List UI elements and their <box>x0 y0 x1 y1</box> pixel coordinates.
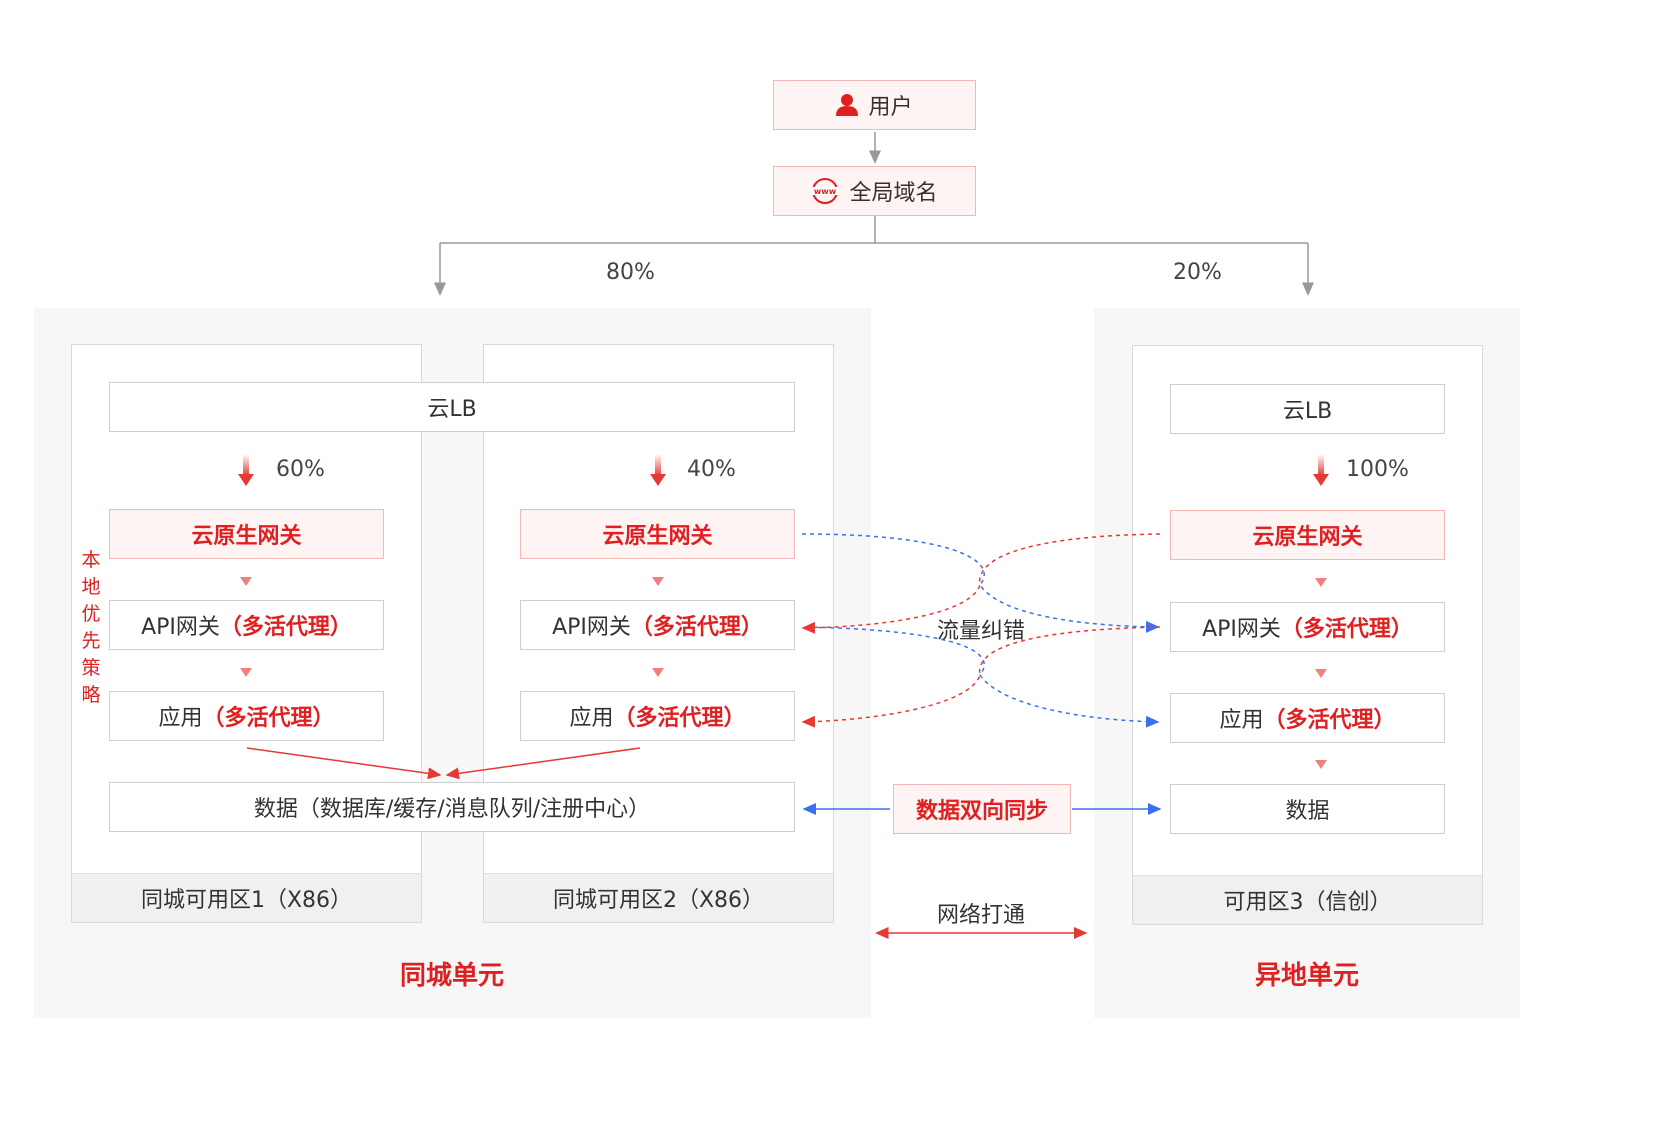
same-city-cloud-lb: 云LB <box>109 382 795 432</box>
split-left-pct: 80% <box>606 260 655 285</box>
same-city-data: 数据（数据库/缓存/消息队列/注册中心） <box>109 782 795 832</box>
lb-to-gateway-arrow-1 <box>238 454 254 486</box>
zone-3-data: 数据 <box>1170 784 1445 834</box>
zone-3-cloud-lb: 云LB <box>1170 384 1445 434</box>
zone-3-api-gateway: API网关（多活代理） <box>1170 602 1445 652</box>
domain-box: www 全局域名 <box>773 166 976 216</box>
lb-to-gateway-arrow-2 <box>650 454 666 486</box>
www-globe-icon: www <box>812 178 839 204</box>
zone-2-app-highlight: （多活代理） <box>613 706 746 731</box>
zone-3-footer: 可用区3（信创） <box>1133 875 1482 924</box>
remote-unit-label: 异地单元 <box>1255 961 1360 991</box>
zone-3-api-highlight: （多活代理） <box>1280 617 1413 642</box>
zone-2-api-highlight: （多活代理） <box>630 615 763 640</box>
zone-3-app-highlight: （多活代理） <box>1263 708 1396 733</box>
svg-text:www: www <box>814 187 837 196</box>
split-right-pct: 20% <box>1173 260 1222 285</box>
zone-1-gateway: 云原生网关 <box>109 509 384 559</box>
red-dashed-api-to-app <box>801 626 1161 728</box>
zone-1-app: 应用（多活代理） <box>109 691 384 741</box>
zone-1-app-highlight: （多活代理） <box>202 706 335 731</box>
zone-1-pct: 60% <box>276 457 325 482</box>
same-city-unit-label: 同城单元 <box>400 961 505 991</box>
blue-dashed-api-to-app <box>805 626 1160 728</box>
user-icon <box>836 94 859 116</box>
zone-1-app-text: 应用 <box>158 706 203 731</box>
traffic-correction-label: 流量纠错 <box>937 619 1026 644</box>
network-label: 网络打通 <box>937 903 1026 928</box>
zone-3-api-text: API网关 <box>1202 617 1281 642</box>
zone-2-api-gateway: API网关（多活代理） <box>520 600 795 650</box>
zone-2-pct: 40% <box>687 457 736 482</box>
zone-2-footer: 同城可用区2（X86） <box>484 873 833 922</box>
domain-label: 全局域名 <box>849 181 938 206</box>
app2-to-data-arrow <box>445 747 641 780</box>
app1-to-data-arrow <box>246 747 442 780</box>
red-dashed-gw-to-api <box>801 533 1161 634</box>
zone-1-api-highlight: （多活代理） <box>219 615 352 640</box>
blue-dashed-gw-to-api <box>801 533 1160 633</box>
zone-2-gateway: 云原生网关 <box>520 509 795 559</box>
zone-3-app-text: 应用 <box>1219 708 1264 733</box>
zone-2-app-text: 应用 <box>569 706 614 731</box>
zone-3-gateway: 云原生网关 <box>1170 510 1445 560</box>
user-label: 用户 <box>868 95 913 120</box>
zone-1-api-text: API网关 <box>141 615 220 640</box>
zone-1-footer: 同城可用区1（X86） <box>72 873 421 922</box>
zone-1-api-gateway: API网关（多活代理） <box>109 600 384 650</box>
user-box: 用户 <box>773 80 976 130</box>
zone-2-app: 应用（多活代理） <box>520 691 795 741</box>
lb-to-gateway-arrow-3 <box>1313 454 1329 486</box>
zone-3-app: 应用（多活代理） <box>1170 693 1445 743</box>
local-priority-label: 本 地 优 先 策 略 <box>81 549 101 706</box>
data-sync-box: 数据双向同步 <box>893 784 1071 834</box>
zone-2-api-text: API网关 <box>552 615 631 640</box>
zone-3-pct: 100% <box>1346 457 1409 482</box>
